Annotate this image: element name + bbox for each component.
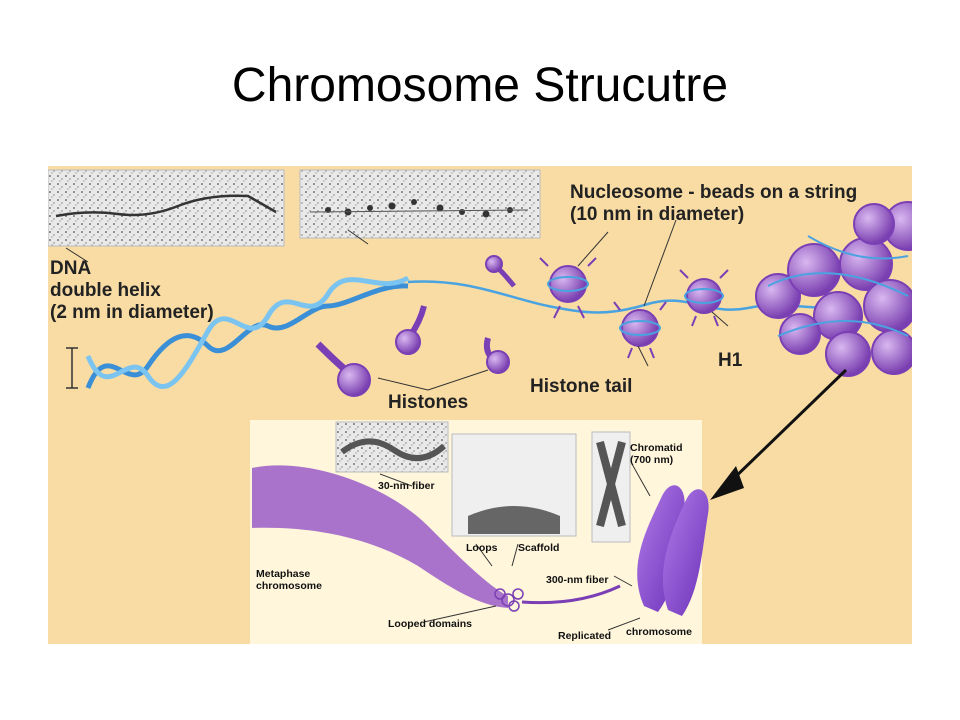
label-histone-tail: Histone tail — [530, 376, 633, 397]
dna-double-helix — [85, 275, 410, 389]
arrow — [726, 368, 848, 486]
label-loops: Loops — [466, 542, 498, 554]
label-looped-domains: Looped domains — [388, 618, 472, 630]
slide-title: Chromosome Strucutre — [231, 59, 729, 112]
nucleosome-micrograph — [299, 169, 541, 239]
label-30nm-fiber: 30-nm fiber — [378, 480, 435, 492]
chromosome-structure-diagram: DNA double helix (2 nm in diameter) Nucl… — [48, 166, 912, 644]
label-h1: H1 — [718, 350, 743, 371]
nucleosome-beads — [539, 257, 729, 359]
chromatin-fiber-mass — [755, 201, 912, 377]
label-300nm-fiber: 300-nm fiber — [546, 574, 609, 586]
label-dna-double-helix: DNA double helix (2 nm in diameter) — [50, 258, 214, 323]
label-replicated: Replicated — [558, 630, 612, 642]
label-metaphase-chromosome: Metaphase chromosome — [256, 568, 322, 593]
replicated-chromosome — [637, 485, 709, 616]
label-histones: Histones — [388, 392, 469, 413]
diagram-artwork — [48, 169, 912, 644]
label-scaffold: Scaffold — [518, 542, 560, 554]
dna-micrograph — [48, 169, 285, 247]
label-chromosome: chromosome — [626, 626, 692, 638]
label-chromatid: Chromatid (700 nm) — [630, 442, 683, 467]
metaphase-chromosome-arm — [252, 465, 508, 608]
label-nucleosome: Nucleosome - beads on a string (10 nm in… — [570, 182, 858, 225]
free-histones — [315, 255, 516, 397]
